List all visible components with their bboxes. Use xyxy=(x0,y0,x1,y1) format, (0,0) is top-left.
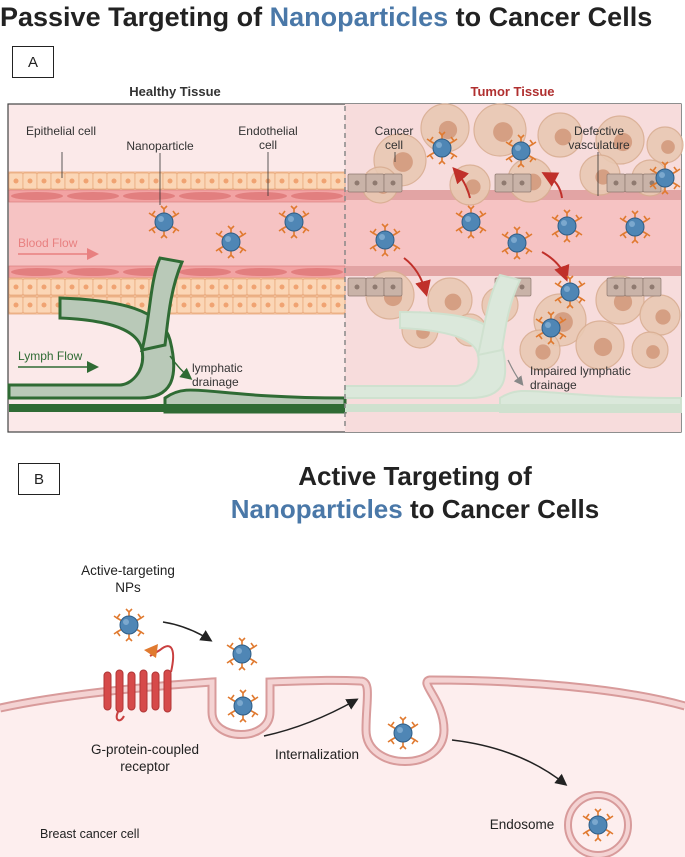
endosome-label: Endosome xyxy=(489,817,555,832)
breast-cancer-cell-label: Breast cancer cell xyxy=(40,827,140,841)
epithelial-cells-upper xyxy=(8,172,346,200)
nanoparticle-label: Nanoparticle xyxy=(115,139,205,153)
panel-b-cell xyxy=(0,675,685,857)
receptor-icon xyxy=(103,645,175,722)
tumor-vessel-walls xyxy=(345,190,681,276)
internalization-label: Internalization xyxy=(274,747,360,762)
lymph-flow-label: Lymph Flow xyxy=(18,349,83,363)
panel-a-label: A xyxy=(12,46,54,78)
impaired-drainage-label: Impaired lymphatic drainage xyxy=(530,364,631,392)
panel-b-title: Active Targeting of Nanoparticles to Can… xyxy=(230,461,600,524)
nanoparticle-icon xyxy=(113,608,145,642)
endothelial-cell-label: Endothelial cell xyxy=(238,124,298,152)
nanoparticle-icon xyxy=(387,716,419,750)
panel-a-title: Passive Targeting of Nanoparticles to Ca… xyxy=(0,2,653,32)
lymphatic-drainage-label: lymphatic drainage xyxy=(192,361,243,389)
cancer-cell-label: Cancer cell xyxy=(374,124,414,152)
lymphatic-vessel-tumor xyxy=(344,273,682,413)
healthy-tissue-heading: Healthy Tissue xyxy=(129,84,221,99)
drainage-arrow-icon xyxy=(169,355,193,380)
tumor-tissue-heading: Tumor Tissue xyxy=(470,84,555,99)
process-arrows xyxy=(162,621,568,786)
nanoparticle-icon xyxy=(227,689,259,723)
extravasation-arrows xyxy=(403,167,570,297)
defective-vasculature-label: Defective vasculature xyxy=(568,124,630,152)
impaired-drainage-arrow-icon xyxy=(507,359,524,386)
active-targeting-nps-label: Active-targeting NPs xyxy=(81,563,175,595)
label-pointers xyxy=(61,150,599,205)
gpcr-label: G-protein-coupled receptor xyxy=(90,742,200,774)
panel-b-label: B xyxy=(18,463,60,495)
blood-flow-label: Blood Flow xyxy=(18,236,78,250)
ligand-icon xyxy=(144,644,158,658)
nanoparticle-icon xyxy=(226,637,258,671)
epithelial-cell-label: Epithelial cell xyxy=(25,124,97,138)
